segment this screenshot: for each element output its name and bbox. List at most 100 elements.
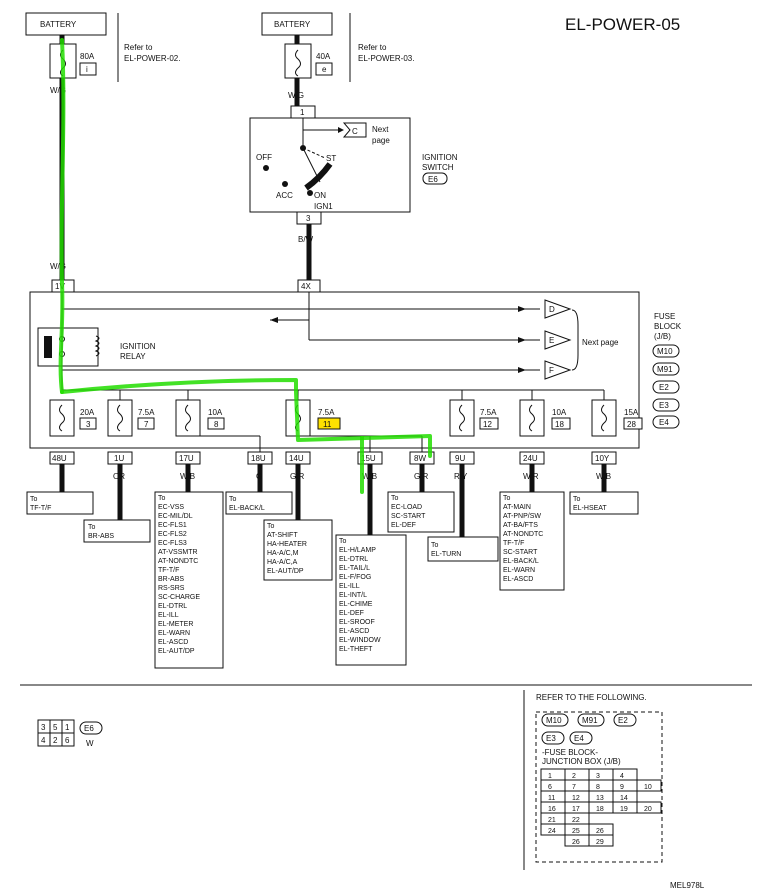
ref-conn-m10: M10 — [541, 713, 569, 727]
fuse-18: 10A 18 — [519, 399, 571, 437]
svg-text:M10: M10 — [657, 347, 673, 356]
svg-text:To: To — [503, 495, 511, 502]
grid-cell-number: 20 — [644, 806, 652, 813]
ignition-switch-pin-in: 1 — [300, 108, 305, 117]
svg-text:11: 11 — [323, 420, 332, 429]
battery-1-refer-1: Refer to — [124, 43, 153, 52]
svg-text:15A: 15A — [624, 408, 639, 417]
ref-tf-tf: To TF-T/F — [26, 491, 94, 515]
grid-cell-number: 1 — [548, 773, 552, 780]
grid-cell-number: 12 — [572, 795, 580, 802]
grid-cell — [564, 779, 590, 792]
svg-text:20A: 20A — [80, 408, 95, 417]
svg-text:7.5A: 7.5A — [138, 408, 155, 417]
fb-conn-m10: M10 — [652, 344, 680, 358]
svg-text:18: 18 — [555, 420, 564, 429]
fb-label-3: (J/B) — [654, 332, 671, 341]
svg-text:HA-HEATER: HA-HEATER — [267, 541, 307, 548]
svg-text:SC-START: SC-START — [503, 549, 538, 556]
figure-code: MEL978L — [670, 881, 705, 890]
svg-text:AT-NONDTC: AT-NONDTC — [503, 531, 543, 538]
svg-text:JUNCTION BOX (J/B): JUNCTION BOX (J/B) — [542, 757, 621, 766]
svg-text:10Y: 10Y — [595, 454, 610, 463]
svg-text:EL-WARN: EL-WARN — [503, 567, 535, 574]
ref-el-turn: To EL-TURN — [427, 536, 499, 562]
ignition-label-1: IGNITION — [422, 153, 458, 162]
fuse-40a-icon — [284, 43, 312, 79]
pos-ign1: IGN1 — [314, 202, 333, 211]
svg-text:AT-BA/FTS: AT-BA/FTS — [503, 522, 538, 529]
svg-text:To: To — [88, 524, 96, 531]
svg-text:EL-INT/L: EL-INT/L — [339, 592, 367, 599]
next-page-d-marker: D — [544, 299, 572, 319]
grid-cell-number: 13 — [596, 795, 604, 802]
svg-text:7.5A: 7.5A — [480, 408, 497, 417]
svg-text:To: To — [267, 523, 275, 530]
svg-text:EL-ASCD: EL-ASCD — [503, 576, 533, 583]
svg-text:To: To — [391, 495, 399, 502]
svg-text:9U: 9U — [455, 454, 465, 463]
connector-e6-view: 3 5 1 4 2 6 E6 W — [37, 719, 103, 748]
svg-text:EL-DTRL: EL-DTRL — [158, 603, 187, 610]
svg-text:G: G — [256, 472, 262, 481]
fuse-7-icon — [107, 399, 133, 437]
svg-text:4: 4 — [41, 736, 46, 745]
grid-cell-number: 10 — [644, 784, 652, 791]
svg-text:10A: 10A — [208, 408, 223, 417]
grid-cell-number: 14 — [620, 795, 628, 802]
battery-2-fuse-rating: 40A — [316, 52, 331, 61]
ref-conn-e2: E2 — [613, 713, 637, 727]
grid-cell-number: 19 — [620, 806, 628, 813]
svg-text:EL-CHIME: EL-CHIME — [339, 601, 373, 608]
svg-text:BR-ABS: BR-ABS — [88, 533, 114, 540]
svg-text:W: W — [86, 739, 94, 748]
highlight-path — [58, 38, 432, 494]
relay-label-1: IGNITION — [120, 342, 156, 351]
next-page-c-marker — [342, 122, 367, 138]
svg-text:8W: 8W — [414, 454, 426, 463]
grid-cell-number: 29 — [596, 839, 604, 846]
svg-text:AT-VSSMTR: AT-VSSMTR — [158, 549, 198, 556]
fuse-28: 15A 28 — [591, 399, 643, 437]
svg-text:EC-FLS2: EC-FLS2 — [158, 531, 187, 538]
svg-text:EL-AUT/DP: EL-AUT/DP — [158, 648, 195, 655]
fuse-12: 7.5A 12 — [449, 399, 499, 437]
battery-1: BATTERY 80A i W/G Refer to EL-POWER-02. — [25, 12, 180, 283]
fb-in-right-pin: 4X — [301, 282, 311, 291]
grid-cell-number: 8 — [596, 784, 600, 791]
battery-2-fuse-no: e — [322, 65, 327, 74]
svg-text:OR: OR — [113, 472, 125, 481]
svg-text:AT-SHIFT: AT-SHIFT — [267, 532, 298, 539]
fb-conn-e2: E2 — [652, 380, 680, 394]
ref-list-15u: To EL-H/LAMP EL-DTRL EL-TAIL/L EL-F/FOG … — [335, 534, 407, 666]
ref-conn-m91: M91 — [577, 713, 605, 727]
pos-st: ST — [326, 154, 336, 163]
svg-text:EL-ASCD: EL-ASCD — [158, 639, 188, 646]
svg-text:EL-DTRL: EL-DTRL — [339, 556, 368, 563]
svg-text:-FUSE BLOCK-: -FUSE BLOCK- — [542, 748, 598, 757]
fuse-3: 20A 3 — [49, 399, 97, 437]
svg-text:M91: M91 — [582, 716, 598, 725]
grid-cell — [636, 801, 662, 814]
svg-text:8: 8 — [214, 420, 219, 429]
next-page-f-marker: F — [544, 360, 572, 380]
svg-text:EL-ILL: EL-ILL — [158, 612, 179, 619]
svg-text:W/B: W/B — [180, 472, 195, 481]
svg-text:SC-CHARGE: SC-CHARGE — [158, 594, 200, 601]
svg-text:7.5A: 7.5A — [318, 408, 335, 417]
pos-off: OFF — [256, 153, 272, 162]
page-title: EL-POWER-05 — [565, 15, 680, 34]
next-page-e-marker: E — [544, 330, 572, 350]
ignition-switch-pin-out: 3 — [306, 214, 311, 223]
grid-cell-number: 16 — [548, 806, 556, 813]
ignition-next-1: Next — [372, 125, 389, 134]
ignition-connector: E6 — [428, 175, 438, 184]
grid-cell — [588, 834, 614, 847]
svg-text:EL-WINDOW: EL-WINDOW — [339, 637, 381, 644]
grid-cell-number: 24 — [548, 828, 556, 835]
ref-conn-e4: E4 — [569, 731, 593, 745]
